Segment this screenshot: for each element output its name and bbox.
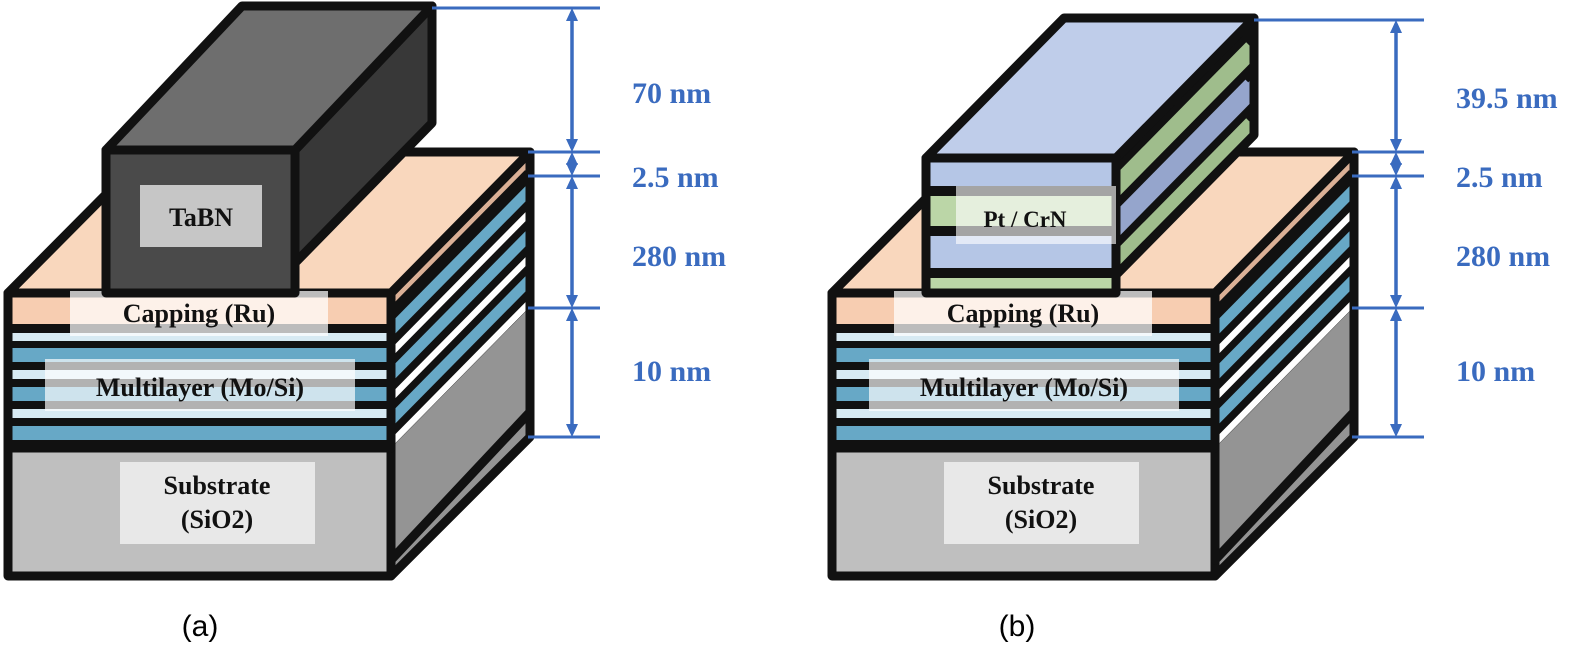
dimension-arrows-a <box>566 8 578 437</box>
capping-label-b: Capping (Ru) <box>947 299 1099 328</box>
capping-label-group-b: Capping (Ru) <box>894 291 1152 336</box>
substrate-label-line1-a: Substrate <box>164 471 271 500</box>
substrate-label-box-a <box>120 462 315 544</box>
dimension-label-absorber-a: 70 nm <box>632 77 711 110</box>
stack-side-face-a <box>391 152 530 560</box>
dimension-label-multilayer-b: 280 nm <box>1456 240 1550 273</box>
absorber-label-a: TaBN <box>169 203 233 232</box>
substrate-label-line2-b: (SiO2) <box>1005 505 1077 534</box>
capping-label-a: Capping (Ru) <box>123 299 275 328</box>
multilayer-label-a: Multilayer (Mo/Si) <box>96 373 304 402</box>
panel-a: Substrate (SiO2) <box>3 1 726 643</box>
dimension-lines-b <box>1254 18 1424 439</box>
absorber-block-a: TaBN <box>101 1 437 298</box>
dimension-label-substrate-b: 10 nm <box>1456 355 1535 388</box>
dimension-arrows-b <box>1390 20 1402 437</box>
absorber-block-b: Pt / CrN <box>921 13 1259 298</box>
dimension-label-substrate-a: 10 nm <box>632 355 711 388</box>
panel-b: Substrate (SiO2) <box>827 13 1558 643</box>
absorber-label-box-b <box>956 186 1116 244</box>
panel-caption-b: (b) <box>999 610 1036 643</box>
dimension-label-multilayer-a: 280 nm <box>632 240 726 273</box>
dimension-label-absorber-b: 39.5 nm <box>1456 82 1558 115</box>
dimension-label-capping-a: 2.5 nm <box>632 161 719 194</box>
absorber-label-box-a <box>140 185 262 247</box>
dimension-label-capping-b: 2.5 nm <box>1456 161 1543 194</box>
absorber-label-b: Pt / CrN <box>983 207 1066 232</box>
panel-caption-a: (a) <box>182 610 219 643</box>
multilayer-label-box-a <box>45 359 355 411</box>
substrate-label-line1-b: Substrate <box>988 471 1095 500</box>
multilayer-label-b: Multilayer (Mo/Si) <box>920 373 1128 402</box>
multilayer-label-group-a: Multilayer (Mo/Si) <box>45 359 355 411</box>
capping-label-box-b <box>894 291 1152 336</box>
capping-label-group-a: Capping (Ru) <box>70 291 328 336</box>
multilayer-label-group-b: Multilayer (Mo/Si) <box>869 359 1179 411</box>
capping-label-box-a <box>70 291 328 336</box>
stack-side-face-b <box>1215 152 1354 560</box>
substrate-label-box-b <box>944 462 1139 544</box>
absorber-side-face-b <box>1116 18 1254 275</box>
substrate-label-line2-a: (SiO2) <box>181 505 253 534</box>
multilayer-label-box-b <box>869 359 1179 411</box>
